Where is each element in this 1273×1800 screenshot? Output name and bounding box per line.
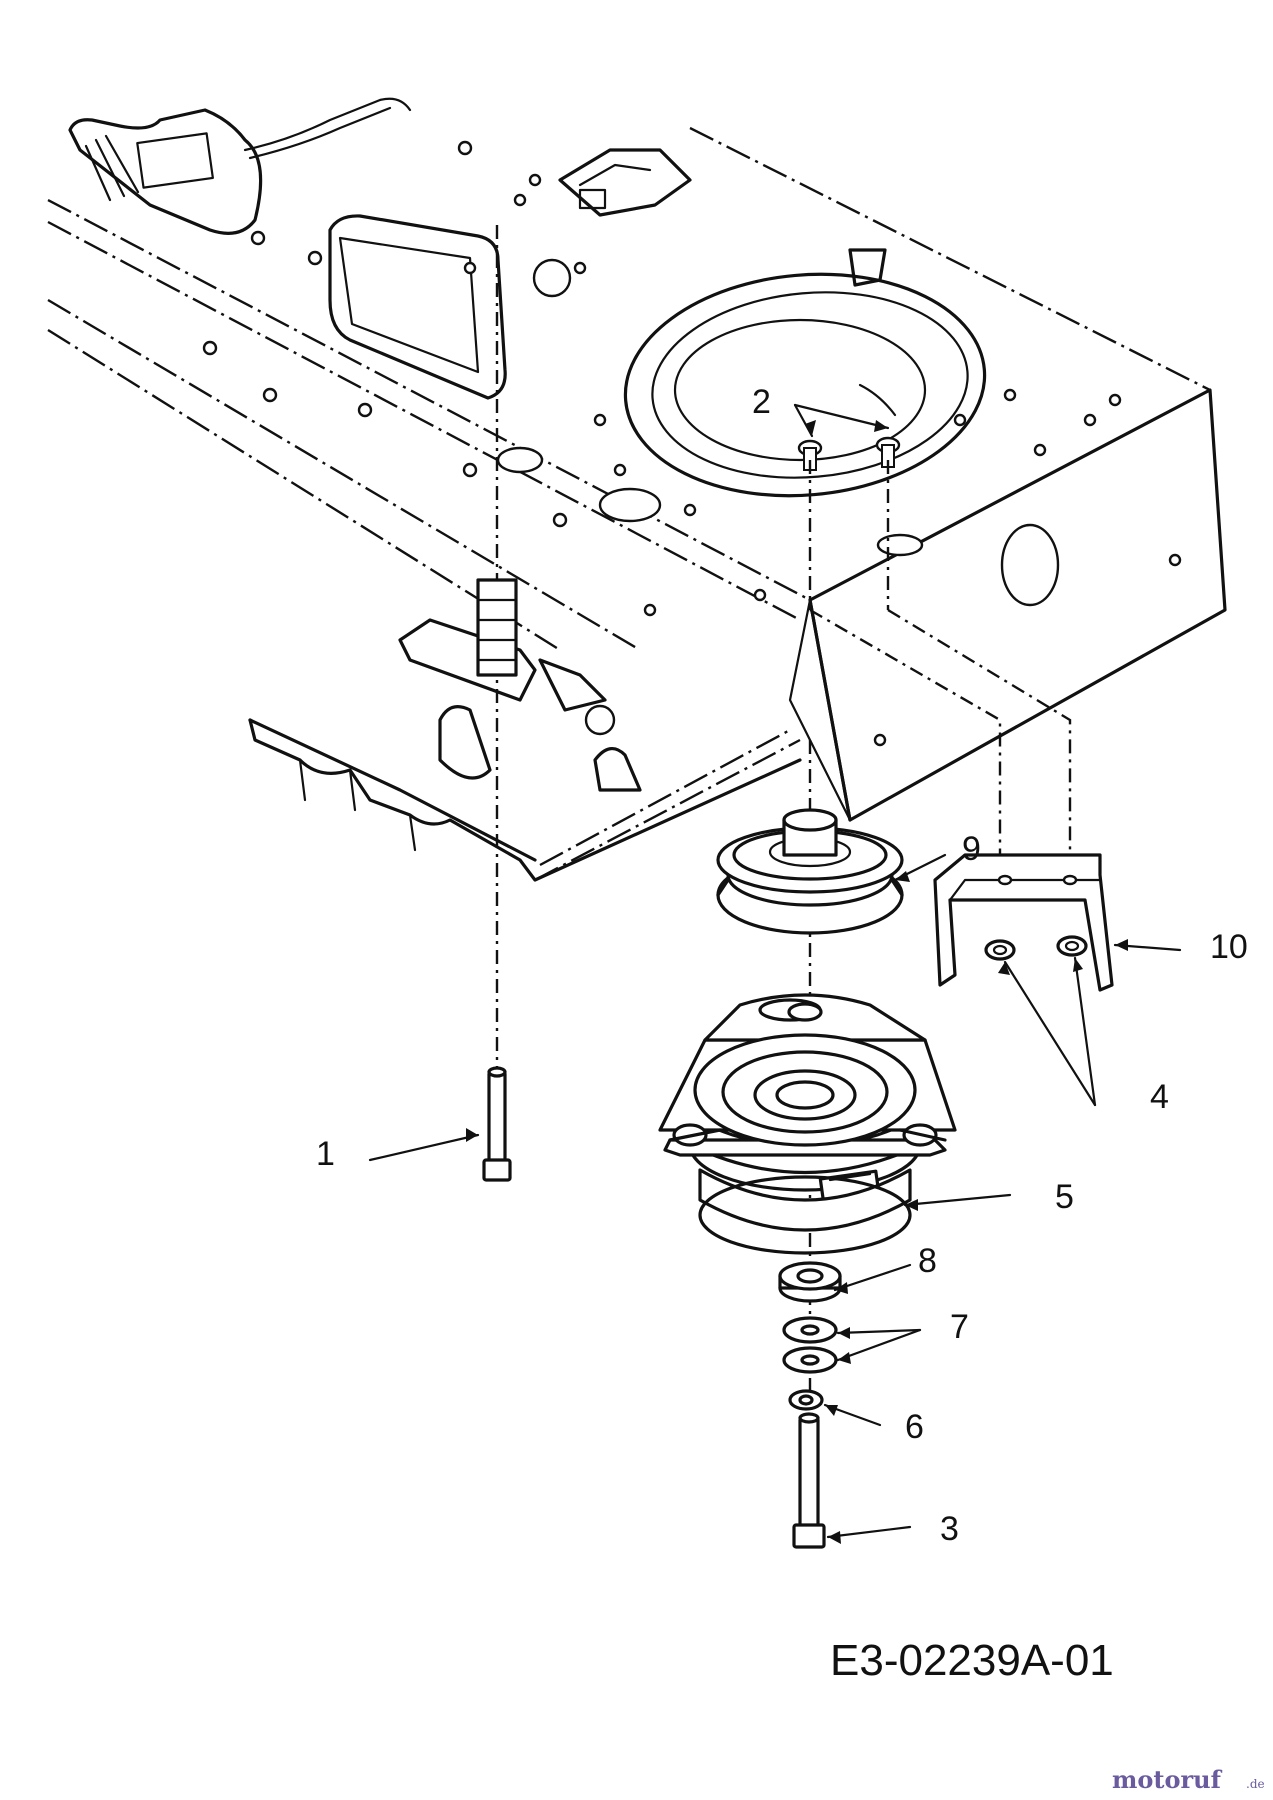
drawing-code: E3-02239A-01 bbox=[830, 1636, 1114, 1685]
watermark-suffix: .de bbox=[1246, 1777, 1265, 1791]
callout-7: 7 bbox=[950, 1308, 969, 1346]
part-4-nuts bbox=[984, 935, 1088, 961]
part-8-spacer bbox=[778, 1261, 842, 1303]
leader-lines bbox=[368, 403, 1182, 1544]
watermark-brand: motoruf bbox=[1112, 1765, 1223, 1794]
callout-8: 8 bbox=[918, 1242, 937, 1280]
tractor-frame bbox=[47, 97, 1227, 882]
watermark-logo: motoruf .de bbox=[1112, 1765, 1265, 1794]
part-10-bracket bbox=[933, 853, 1114, 992]
frame-holes bbox=[202, 140, 1182, 747]
part-1-bolt bbox=[482, 1066, 512, 1182]
callout-2: 2 bbox=[752, 383, 771, 421]
bolt-2b bbox=[875, 436, 901, 468]
callout-10: 10 bbox=[1210, 928, 1248, 966]
part-5-pto-clutch bbox=[658, 993, 957, 1255]
part-6-lockwasher bbox=[788, 1389, 824, 1411]
callout-5: 5 bbox=[1055, 1178, 1074, 1216]
callout-4: 4 bbox=[1150, 1078, 1169, 1116]
frame-clamp bbox=[476, 578, 518, 677]
part-7-washers bbox=[782, 1316, 838, 1374]
callout-labels: 1 2 3 4 5 6 7 8 9 10 bbox=[316, 383, 1248, 1548]
part-9-idler-pulley bbox=[716, 808, 904, 935]
callout-9: 9 bbox=[962, 830, 981, 868]
callout-1: 1 bbox=[316, 1135, 335, 1173]
callout-3: 3 bbox=[940, 1510, 959, 1548]
callout-6: 6 bbox=[905, 1408, 924, 1446]
part-3-bolt bbox=[792, 1412, 826, 1549]
